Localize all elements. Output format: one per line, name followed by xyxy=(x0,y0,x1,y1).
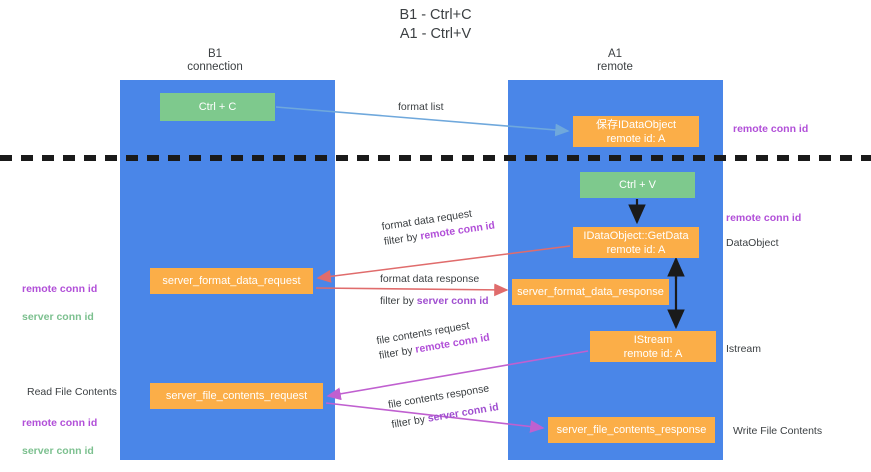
node-server-file-contents-response[interactable]: server_file_contents_response xyxy=(548,417,715,443)
node-idataobject-getdata[interactable]: IDataObject::GetData remote id: A xyxy=(573,227,699,258)
node-idataobject[interactable]: 保存IDataObject remote id: A xyxy=(573,116,699,147)
annotation-left-conn-ids-2: remote conn id server conn id xyxy=(22,402,97,472)
column-header-b1: B1 connection xyxy=(187,48,243,73)
phase-divider xyxy=(0,155,871,161)
node-server-format-data-response[interactable]: server_format_data_response xyxy=(512,279,669,305)
annotation-left-server-conn-id: server conn id xyxy=(22,311,94,323)
node-server-file-contents-request[interactable]: server_file_contents_request xyxy=(150,383,323,409)
annotation-left-server-conn-id-2: server conn id xyxy=(22,445,94,457)
node-server-format-data-request[interactable]: server_format_data_request xyxy=(150,268,313,294)
annotation-left-remote-conn-id-2: remote conn id xyxy=(22,417,98,429)
node-ctrl-v[interactable]: Ctrl + V xyxy=(580,172,695,198)
node-istream[interactable]: IStream remote id: A xyxy=(590,331,716,362)
node-ctrl-c[interactable]: Ctrl + C xyxy=(160,93,275,121)
annotation-dataobject: DataObject xyxy=(726,237,779,249)
key-server-conn-id: server conn id xyxy=(416,295,489,307)
annotation-read-file-contents: Read File Contents xyxy=(27,386,117,398)
annotation-remote-conn-id-mid: remote conn id xyxy=(726,212,802,224)
annotation-left-conn-ids: remote conn id server conn id xyxy=(22,268,97,338)
edge-label-format-list: format list xyxy=(398,101,444,113)
annotation-remote-conn-id-top: remote conn id xyxy=(733,123,809,135)
edge-label-line2: filter by server conn id xyxy=(380,295,489,307)
edge-label-format-data-response: format data response filter by server co… xyxy=(380,272,489,309)
edge-label-line1: format data response xyxy=(380,273,480,285)
annotation-write-file-contents: Write File Contents xyxy=(733,425,823,437)
column-header-a1: A1 remote xyxy=(597,48,633,73)
annotation-istream: Istream xyxy=(726,343,762,355)
diagram-title: B1 - Ctrl+C A1 - Ctrl+V xyxy=(399,7,472,42)
annotation-left-remote-conn-id: remote conn id xyxy=(22,283,98,295)
